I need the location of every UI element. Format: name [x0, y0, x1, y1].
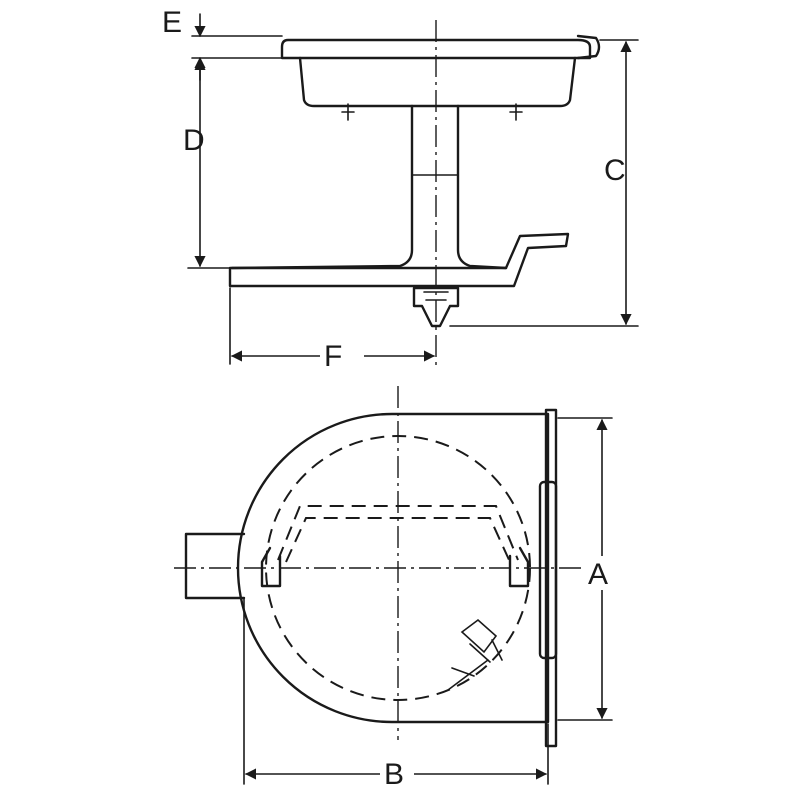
dimension-b: B — [243, 597, 549, 791]
top-lug-left — [260, 546, 282, 588]
top-stub-tab — [184, 532, 246, 600]
dimension-e: E — [162, 6, 283, 81]
label-d: D — [183, 124, 205, 157]
top-hinge-pin — [538, 480, 558, 660]
side-screw-right — [509, 103, 523, 121]
dimension-c: C — [449, 39, 639, 327]
side-spindle — [230, 104, 508, 270]
top-view — [174, 386, 590, 748]
side-view — [228, 20, 601, 366]
label-e: E — [162, 6, 182, 39]
label-f: F — [324, 340, 342, 373]
side-pan — [298, 56, 577, 108]
dimension-d: D — [183, 58, 231, 269]
label-c: C — [604, 154, 626, 187]
dimension-f: F — [229, 287, 436, 373]
label-b: B — [384, 758, 404, 791]
side-screw-left — [341, 103, 355, 121]
side-hinge-knob — [576, 34, 601, 60]
side-latch-bar — [228, 232, 570, 288]
top-lug-right — [508, 546, 530, 588]
side-nut — [412, 286, 460, 328]
label-a: A — [588, 558, 608, 591]
dimension-a: A — [557, 417, 620, 721]
top-plate-outline — [236, 412, 550, 724]
top-lock-detail — [447, 618, 503, 691]
side-flange — [280, 38, 592, 60]
